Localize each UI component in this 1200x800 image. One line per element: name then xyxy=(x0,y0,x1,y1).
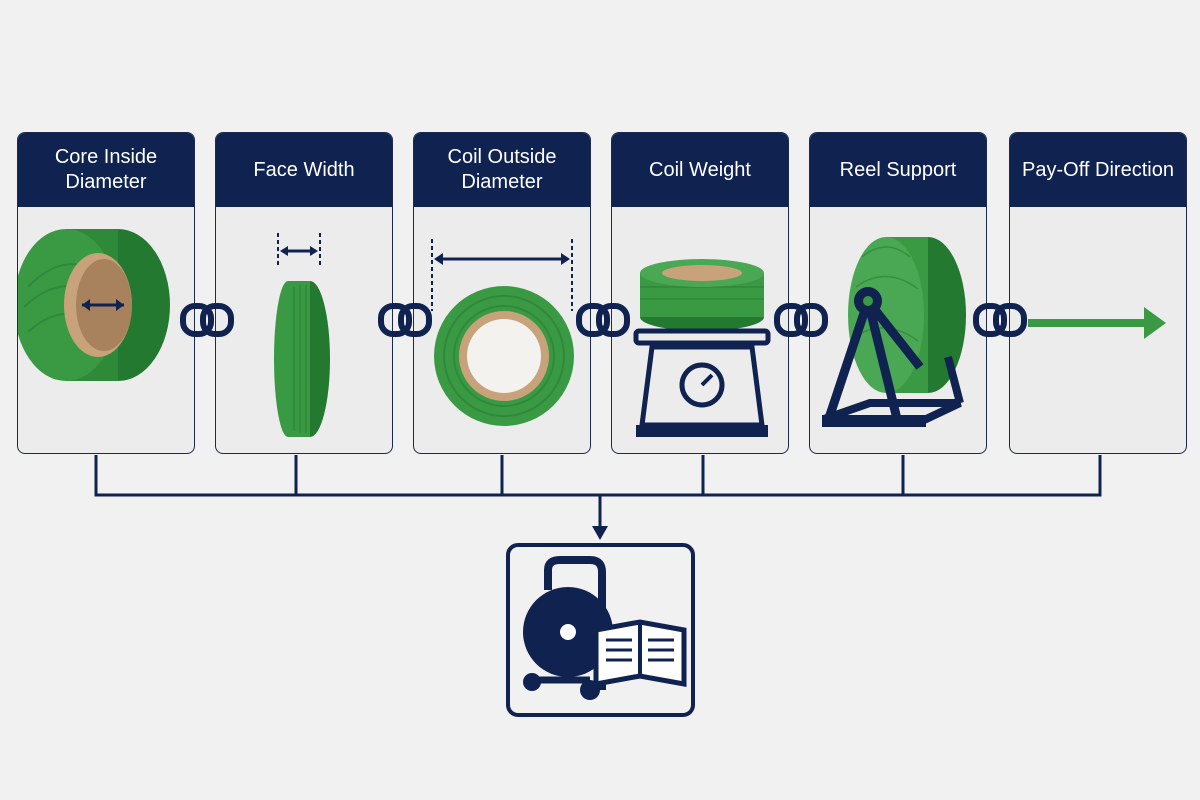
green-arrow-right-icon xyxy=(1010,207,1186,453)
dispenser-cart-and-manual-icon xyxy=(506,543,695,717)
step-card-face-width: Face Width xyxy=(215,132,393,454)
step-card-coil-weight: Coil Weight xyxy=(611,132,789,454)
step-title: Reel Support xyxy=(810,133,986,207)
coil-on-scale-icon xyxy=(612,207,788,453)
coil-core-diameter-icon xyxy=(18,207,194,453)
step-card-coil-outside-diameter: Coil Outside Diameter xyxy=(413,132,591,454)
step-card-reel-support: Reel Support xyxy=(809,132,987,454)
step-title: Face Width xyxy=(216,133,392,207)
reel-stand-icon xyxy=(810,207,986,453)
step-title: Pay-Off Direction xyxy=(1010,133,1186,207)
coil-outside-diameter-icon xyxy=(414,207,590,453)
step-title: Coil Weight xyxy=(612,133,788,207)
step-card-core-inside-diameter: Core Inside Diameter xyxy=(17,132,195,454)
step-title: Coil Outside Diameter xyxy=(414,133,590,207)
coil-face-width-icon xyxy=(216,207,392,453)
step-title: Core Inside Diameter xyxy=(18,133,194,207)
down-arrow-icon xyxy=(592,526,608,540)
step-card-pay-off-direction: Pay-Off Direction xyxy=(1009,132,1187,454)
bracket-connector xyxy=(94,455,1102,530)
